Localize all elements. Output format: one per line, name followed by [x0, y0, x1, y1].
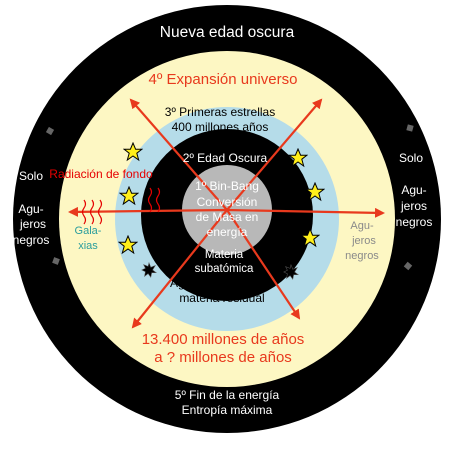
edad-oscura-label: 2º Edad Oscura [183, 151, 268, 165]
left-jeros-label: jeros [19, 217, 46, 231]
bigbang-label-3: de Masa en [196, 210, 259, 224]
right-mid-agu-label: Agu- [350, 220, 374, 232]
left-negros-label: negros [13, 233, 50, 247]
outer-hole-icon [52, 257, 60, 265]
right-agu-label: Agu- [401, 183, 426, 197]
bigbang-label-4: energía [207, 225, 248, 239]
outer-hole-icon [403, 261, 413, 271]
red-arrow-icon [226, 207, 385, 218]
red-arrow-icon [68, 206, 228, 217]
red-arrow-icon [226, 209, 301, 320]
left-solo-label: Solo [19, 169, 43, 183]
right-mid-jeros-label: jeros [351, 235, 376, 247]
red-arrow-icon [226, 98, 323, 211]
years-label-2: a ? millones de años [154, 349, 292, 366]
stars-label-2: 400 millones años [172, 120, 269, 134]
outer-top-label: Nueva edad oscura [160, 24, 295, 41]
stars-label-1: 3º Primeras estrellas [165, 105, 275, 119]
galaxias-label-1: Gala- [75, 225, 102, 237]
wavy-radiation-icon [81, 187, 161, 225]
red-arrow-icon [129, 98, 228, 211]
right-negros-label: negros [396, 215, 433, 229]
right-jeros-label: jeros [400, 199, 427, 213]
outer-hole-icon [406, 124, 414, 132]
red-arrow-icon [131, 209, 228, 329]
radiation-label: Radiación de fondo [49, 167, 153, 181]
outer-bottom-label-2: Entropía máxima [182, 403, 273, 417]
right-solo-label: Solo [399, 151, 423, 165]
years-label-1: 13.400 millones de años [142, 331, 305, 348]
outer-hole-icon [45, 126, 55, 136]
outer-bottom-label-1: 5º Fin de la energía [175, 388, 280, 402]
agujeros-residual-label-1: Agujeros negros de [170, 276, 274, 290]
bigbang-label-2: Conversión [197, 195, 258, 209]
left-agu-label: Agu- [18, 202, 43, 216]
bigbang-label-1: 1º Bin-Bang [195, 179, 259, 193]
agujeros-residual-label-2: materia residual [179, 291, 264, 305]
materia-label-1: Materia [205, 249, 244, 261]
right-mid-negros-label: negros [345, 250, 379, 262]
expansion-arrows [68, 98, 385, 329]
galaxias-label-2: xias [78, 240, 98, 252]
expansion-label: 4º Expansión universo [149, 71, 298, 88]
materia-label-2: subatómica [195, 263, 254, 275]
